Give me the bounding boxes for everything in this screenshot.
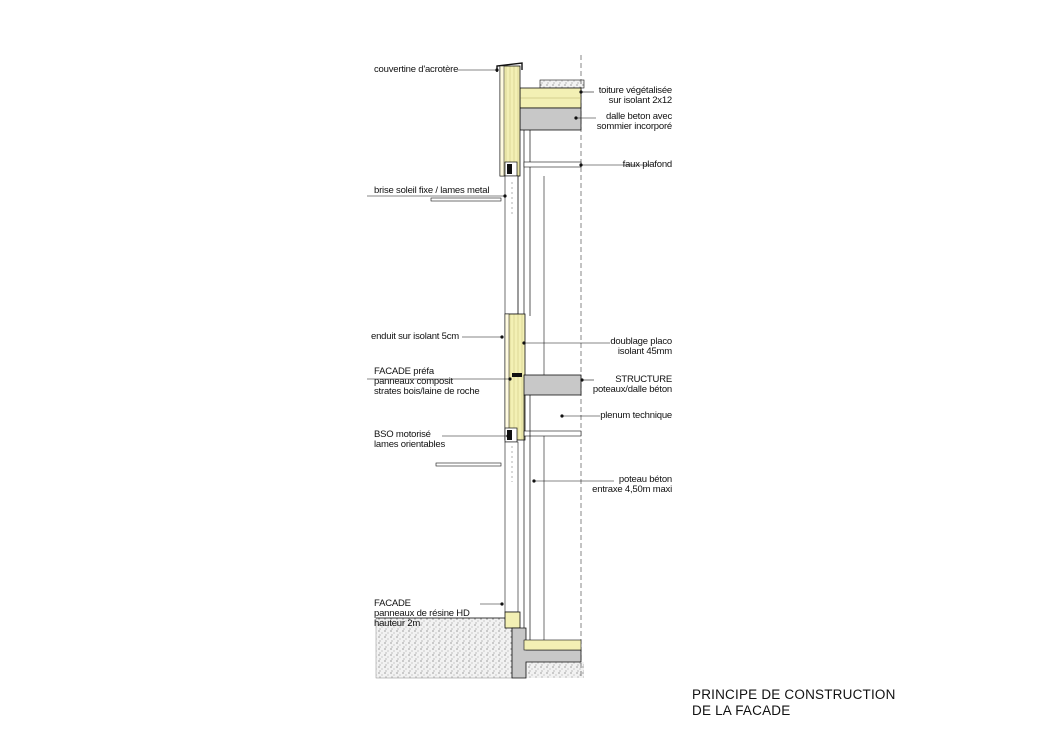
label-dalle-line2: sommier incorporé xyxy=(596,121,672,132)
lower-glazing xyxy=(504,441,519,613)
label-plenum: plenum technique xyxy=(600,410,672,421)
drawing-title-line1: PRINCIPE DE CONSTRUCTION xyxy=(692,687,896,702)
label-facade-resine-line2: panneaux de résine HD xyxy=(374,608,470,619)
roof-slab xyxy=(519,107,582,131)
label-facade-resine-line3: hauteur 2m xyxy=(374,618,421,629)
label-facade-prefa-line2: panneaux composit xyxy=(374,376,453,387)
label-faux-plafond: faux plafond xyxy=(622,159,673,170)
upper-glazing xyxy=(504,175,519,315)
facade-resine-panel xyxy=(504,611,521,629)
label-bso: BSO motorisé lames orientables xyxy=(374,430,445,450)
label-doublage: doublage placo isolant 45mm xyxy=(596,337,672,357)
label-structure-line1: STRUCTURE xyxy=(615,374,672,385)
label-poteau: poteau béton entraxe 4,50m maxi xyxy=(590,475,672,495)
label-couvertine: couvertine d'acrotère xyxy=(374,64,459,75)
bso-blade-lower xyxy=(435,462,502,467)
label-poteau-line2: entraxe 4,50m maxi xyxy=(592,484,672,495)
label-toiture: toiture végétalisée sur isolant 2x12 xyxy=(596,85,673,106)
label-bso-line2: lames orientables xyxy=(374,439,446,450)
label-facade-prefa-line1: FACADE préfa xyxy=(374,366,434,377)
label-doublage-line2: isolant 45mm xyxy=(617,346,672,357)
label-toiture-line2: sur isolant 2x12 xyxy=(608,95,673,106)
foundation xyxy=(511,627,582,679)
faux-plafond-lower xyxy=(523,430,582,437)
drawing-title-line2: DE LA FACADE xyxy=(692,703,791,718)
label-dalle: dalle beton avec sommier incorporé xyxy=(596,112,672,132)
floor-slab xyxy=(523,374,582,396)
label-bso-line1: BSO motorisé xyxy=(374,429,431,440)
label-facade-resine-line1: FACADE xyxy=(374,598,411,609)
label-poteau-line1: poteau béton xyxy=(618,474,672,485)
label-toiture-line1: toiture végétalisée xyxy=(598,85,673,96)
label-facade-prefa: FACADE préfa panneaux composit strates b… xyxy=(374,367,480,397)
brise-soleil-blade xyxy=(430,197,502,202)
label-structure: STRUCTURE poteaux/dalle béton xyxy=(590,375,672,395)
label-facade-resine: FACADE panneaux de résine HD hauteur 2m xyxy=(374,599,470,629)
roof-gravel xyxy=(539,79,585,89)
faux-plafond-upper xyxy=(523,161,582,168)
label-structure-line2: poteaux/dalle béton xyxy=(592,384,672,395)
label-enduit: enduit sur isolant 5cm xyxy=(371,331,460,342)
label-doublage-line1: doublage placo xyxy=(610,336,672,347)
ground-gravel xyxy=(375,617,513,679)
label-brise-soleil: brise soleil fixe / lames metal xyxy=(374,185,490,196)
ground-gravel-interior xyxy=(526,662,584,678)
label-dalle-line1: dalle beton avec xyxy=(606,111,672,122)
label-facade-prefa-line3: strates bois/laine de roche xyxy=(374,386,480,397)
drawing-title: PRINCIPE DE CONSTRUCTION DE LA FACADE xyxy=(692,687,896,719)
